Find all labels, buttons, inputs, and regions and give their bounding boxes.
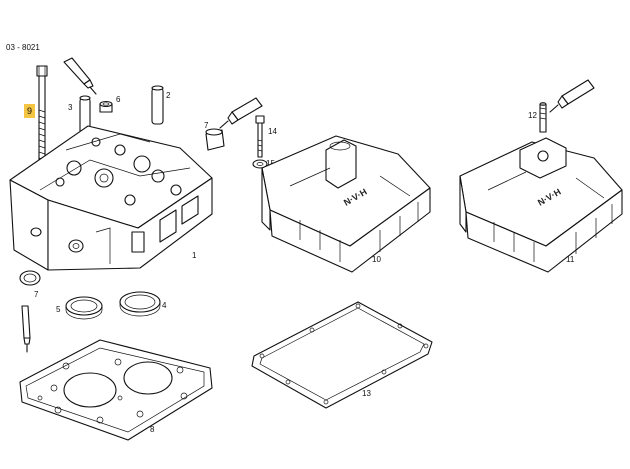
sealant-tube-upper — [63, 57, 97, 95]
part-15-washer[interactable] — [252, 159, 268, 169]
part-3-valve-guide[interactable] — [79, 95, 91, 135]
part-7-core-plug[interactable] — [19, 270, 41, 286]
callout-7b: 7 — [204, 121, 209, 130]
callout-6: 6 — [116, 95, 121, 104]
callout-1: 1 — [192, 251, 197, 260]
callout-8: 8 — [150, 425, 155, 434]
part-8-head-gasket[interactable] — [19, 339, 213, 441]
callout-7: 7 — [34, 290, 39, 299]
callout-11: 11 — [566, 255, 575, 264]
callout-14: 14 — [268, 127, 277, 136]
callout-13: 13 — [362, 389, 371, 398]
part-14-bolt[interactable] — [255, 115, 265, 158]
callout-12: 12 — [528, 111, 537, 120]
callout-9: 9 — [27, 106, 32, 116]
part-5-seal-ring[interactable] — [65, 296, 103, 320]
callout-2: 2 — [166, 91, 171, 100]
part-11-valve-cover[interactable]: N·V·H — [459, 137, 623, 273]
callout-15: 15 — [266, 159, 275, 168]
sealant-tube-middle — [219, 97, 263, 129]
callout-9-highlight — [24, 104, 35, 118]
callout-10: 10 — [372, 255, 381, 264]
part-10-valve-cover[interactable]: N·V·H — [261, 135, 431, 273]
part-7-core-plug-2[interactable] — [205, 128, 225, 151]
part-6-valve-seal[interactable] — [99, 100, 113, 113]
part-1-cylinder-head[interactable] — [9, 125, 213, 271]
part-2-valve-guide[interactable] — [151, 85, 164, 125]
sealant-tube-right — [549, 79, 595, 113]
part-13-cover-gasket[interactable] — [251, 301, 433, 409]
part-4-seal-ring[interactable] — [119, 291, 161, 317]
callout-5: 5 — [56, 305, 61, 314]
sealant-tube-lower — [21, 305, 31, 353]
callout-4: 4 — [162, 301, 167, 310]
part-12-stud[interactable] — [539, 102, 547, 133]
callout-3: 3 — [68, 103, 73, 112]
drawing-reference: 03 - 8021 — [6, 43, 40, 52]
